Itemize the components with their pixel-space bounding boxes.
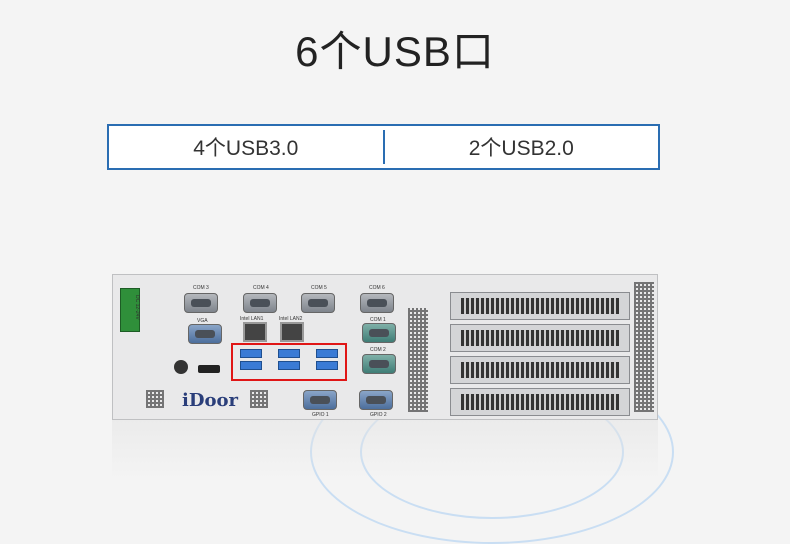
com5-label: COM 5 (311, 285, 327, 291)
gpio1-label: GPIO 1 (312, 412, 329, 418)
vga-label: VGA (197, 318, 208, 324)
vent-grille (250, 390, 268, 408)
usb3-port (316, 349, 338, 358)
gpio2-port (359, 390, 393, 410)
lan2-port (280, 322, 304, 342)
power-button (174, 360, 188, 374)
expansion-slot (450, 388, 630, 416)
lan2-label: Intel LAN2 (279, 316, 303, 322)
com6-label: COM 6 (369, 285, 385, 291)
dc-label: DC 12-24V (134, 295, 140, 320)
com4-port (243, 293, 277, 313)
spec-divider (382, 130, 385, 164)
expansion-slot (450, 356, 630, 384)
usb3-port (240, 349, 262, 358)
usb-highlight-frame (231, 343, 347, 381)
usb-spec-box: 4个USB3.0 2个USB2.0 (107, 124, 660, 170)
usb3-port (278, 349, 300, 358)
expansion-slot (450, 324, 630, 352)
lan1-port (243, 322, 267, 342)
usb3-port (240, 361, 262, 370)
com2-port (362, 354, 396, 374)
vga-port (188, 324, 222, 344)
com3-label: COM 3 (193, 285, 209, 291)
brand-logo: iDoor (182, 390, 238, 411)
dc-power-terminal (120, 288, 140, 332)
com1-label: COM 1 (370, 317, 386, 323)
com4-label: COM 4 (253, 285, 269, 291)
expansion-slot (450, 292, 630, 320)
side-vent (634, 282, 654, 412)
com3-port (184, 293, 218, 313)
com6-port (360, 293, 394, 313)
usb2-spec-label: 2个USB2.0 (468, 137, 574, 160)
gpio2-label: GPIO 2 (370, 412, 387, 418)
vent-grille (146, 390, 164, 408)
device-reflection (112, 420, 658, 480)
hdmi-port (198, 365, 220, 373)
vent-grille (408, 308, 428, 412)
usb3-port (278, 361, 300, 370)
com2-label: COM 2 (370, 347, 386, 353)
usb3-spec-label: 4个USB3.0 (193, 137, 299, 160)
com5-port (301, 293, 335, 313)
com1-port (362, 323, 396, 343)
gpio1-port (303, 390, 337, 410)
page-title: 6个USB口 (295, 28, 495, 75)
usb3-port (316, 361, 338, 370)
lan1-label: Intel LAN1 (240, 316, 264, 322)
